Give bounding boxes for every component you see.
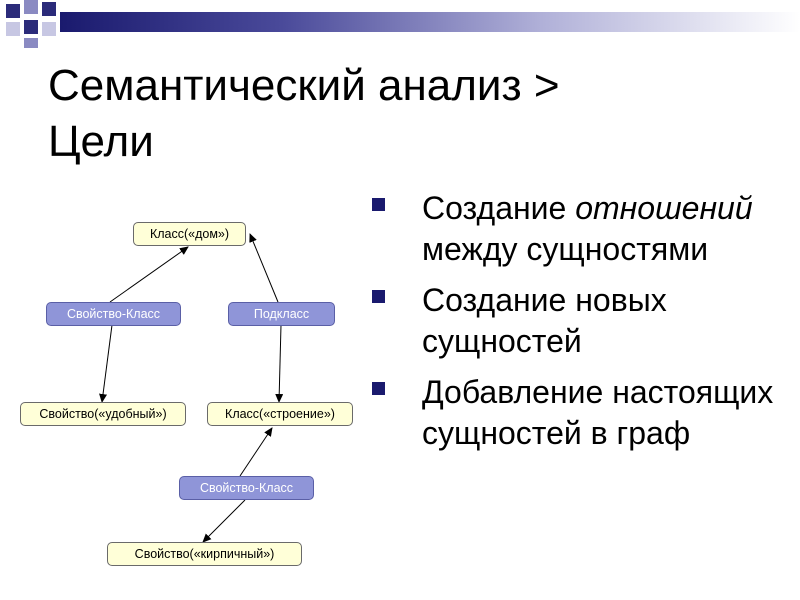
edge-prop-class-1-to-prop-udobny: [99, 324, 113, 403]
bullet-text: Создание новых сущностей: [422, 282, 667, 359]
bullet-text: Добавление настоящих сущностей в граф: [422, 374, 774, 451]
node-property-kirpichny: Свойство(«кирпичный»): [107, 542, 302, 566]
semantic-graph-diagram: Класс(«дом») Свойство-Класс Подкласс Сво…: [0, 200, 370, 590]
title-line-2: Цели: [48, 117, 154, 166]
edge-prop-class-2-to-prop-kirpichny: [202, 499, 246, 543]
node-property-udobny: Свойство(«удобный»): [20, 402, 186, 426]
graph-edges: [99, 233, 284, 543]
decor-square: [24, 0, 38, 14]
node-class-dom: Класс(«дом»): [133, 222, 246, 246]
decor-square: [24, 20, 38, 34]
list-item: Создание новых сущностей: [370, 280, 790, 362]
bullet-text-suffix: между сущностями: [422, 231, 709, 267]
decor-square: [42, 2, 56, 16]
bullet-text-prefix: Создание: [422, 190, 576, 226]
edge-prop-class-1-to-class-dom: [109, 246, 189, 303]
edge-prop-class-2-to-class-stroenie: [239, 427, 273, 477]
square-bullet-icon: [372, 382, 385, 395]
page-title: Семантический анализ > Цели: [48, 58, 668, 170]
bullet-text-emphasis: отношений: [575, 190, 753, 226]
goals-list: Создание отношений между сущностями Созд…: [370, 188, 790, 464]
list-item: Создание отношений между сущностями: [370, 188, 790, 270]
decor-square: [42, 22, 56, 36]
header-decoration: [0, 0, 800, 50]
square-bullet-icon: [372, 290, 385, 303]
decor-square: [6, 4, 20, 18]
header-gradient-strip: [60, 12, 800, 32]
edge-subclass-to-class-dom: [249, 233, 279, 303]
node-subclass: Подкласс: [228, 302, 335, 326]
edge-subclass-to-class-stroenie: [275, 324, 284, 403]
square-bullet-icon: [372, 198, 385, 211]
node-property-class-2: Свойство-Класс: [179, 476, 314, 500]
title-line-1: Семантический анализ >: [48, 61, 560, 110]
decor-square: [24, 38, 38, 48]
node-class-stroenie: Класс(«строение»): [207, 402, 353, 426]
list-item: Добавление настоящих сущностей в граф: [370, 372, 790, 454]
decor-square: [6, 22, 20, 36]
node-property-class-1: Свойство-Класс: [46, 302, 181, 326]
